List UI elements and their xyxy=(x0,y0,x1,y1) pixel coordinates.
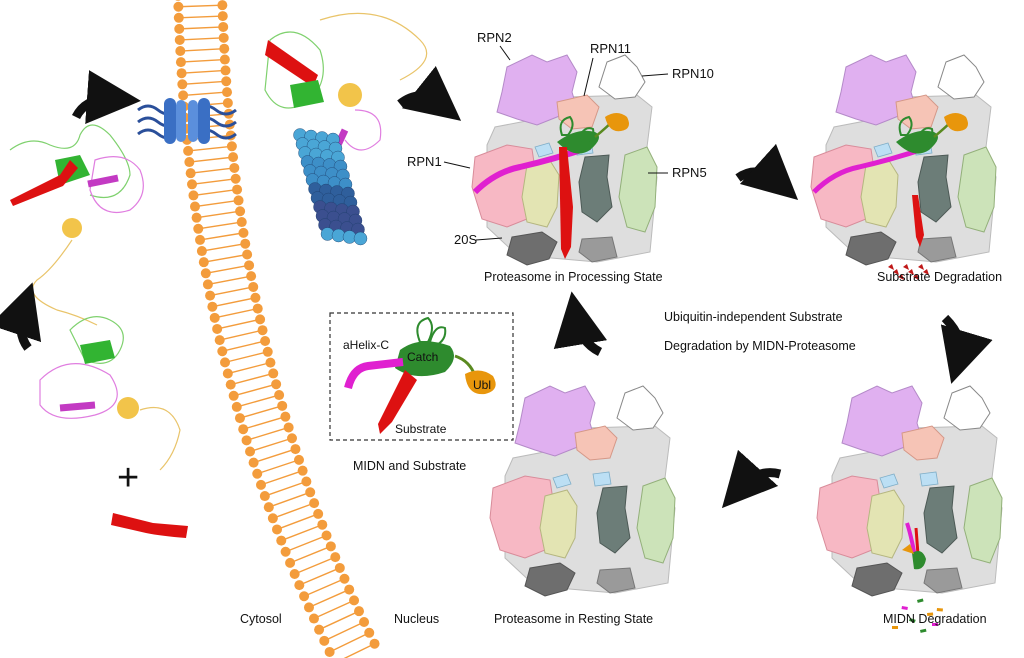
core-20s-segment xyxy=(845,231,897,266)
inset-ahelix-label: aHelix-C xyxy=(343,338,389,352)
resting-state-label: Proteasome in Resting State xyxy=(494,612,653,626)
proteasome-midn-degradation xyxy=(816,385,1003,633)
inset-midn-substrate xyxy=(329,312,514,441)
curved-arrow-icon xyxy=(735,143,799,201)
rpn11-subunit xyxy=(895,94,939,130)
rpn11-subunit xyxy=(556,94,600,130)
curved-arrow-icon xyxy=(721,449,782,509)
inset-substrate-label: Substrate xyxy=(395,422,447,436)
core-20s-segment xyxy=(851,562,903,597)
inset-title: MIDN and Substrate xyxy=(353,459,466,473)
rpn11-label: RPN11 xyxy=(590,41,631,56)
lipid-bilayer-icon xyxy=(173,0,380,658)
leader-line xyxy=(499,45,511,61)
nuclear-pore-icon xyxy=(137,98,237,144)
processing-state-label: Proteasome in Processing State xyxy=(484,270,663,284)
leader-line xyxy=(475,237,503,241)
leader-line xyxy=(641,73,669,77)
leader-line xyxy=(583,57,594,97)
substrate-degradation-label: Substrate Degradation xyxy=(877,270,1002,284)
rpn5-subunit xyxy=(636,477,676,564)
rpn2-label: RPN2 xyxy=(477,30,512,45)
cytosol-label: Cytosol xyxy=(240,612,282,626)
center-title-line1: Ubiquitin-independent Substrate xyxy=(664,310,843,324)
midn-substrate-complex-structure xyxy=(9,124,144,326)
center-title-line2: Degradation by MIDN-Proteasome xyxy=(664,339,856,353)
curved-arrow-icon xyxy=(0,282,42,351)
rpn10-subunit xyxy=(616,385,664,431)
rpn11-subunit xyxy=(901,425,945,461)
leader-line xyxy=(443,161,471,169)
rpn5-label: RPN5 xyxy=(672,165,707,180)
plus-sign: + xyxy=(117,457,139,499)
rpn10-subunit xyxy=(943,385,991,431)
rpn5-subunit xyxy=(618,146,658,233)
rpn10-subunit xyxy=(598,54,646,100)
rpn10-label: RPN10 xyxy=(672,66,714,81)
label-20s: 20S xyxy=(454,232,477,247)
inset-catch-label: Catch xyxy=(407,350,438,364)
midn-proteasome-nuclear-structure xyxy=(264,12,428,246)
core-20s-segment xyxy=(524,562,576,597)
proteasome-processing-state xyxy=(471,54,658,266)
rpn1-label: RPN1 xyxy=(407,154,442,169)
midn-structure xyxy=(39,316,181,471)
core-20s-segment xyxy=(506,231,558,266)
free-substrate xyxy=(111,513,188,538)
midn-degradation-label: MIDN Degradation xyxy=(883,612,987,626)
curved-arrow-icon xyxy=(553,291,608,357)
rpn11-subunit xyxy=(574,425,618,461)
rpn5-subunit xyxy=(957,146,997,233)
inset-ubl-label: Ubl xyxy=(473,378,491,392)
rpn10-subunit xyxy=(937,54,985,100)
curved-arrow-icon xyxy=(397,66,462,121)
curved-arrow-icon xyxy=(940,314,993,384)
nucleus-label: Nucleus xyxy=(394,612,439,626)
curved-arrow-icon xyxy=(71,70,141,125)
proteasome-substrate-degradation xyxy=(810,54,997,280)
rpn5-subunit xyxy=(963,477,1003,564)
proteasome-resting-state xyxy=(489,385,676,597)
